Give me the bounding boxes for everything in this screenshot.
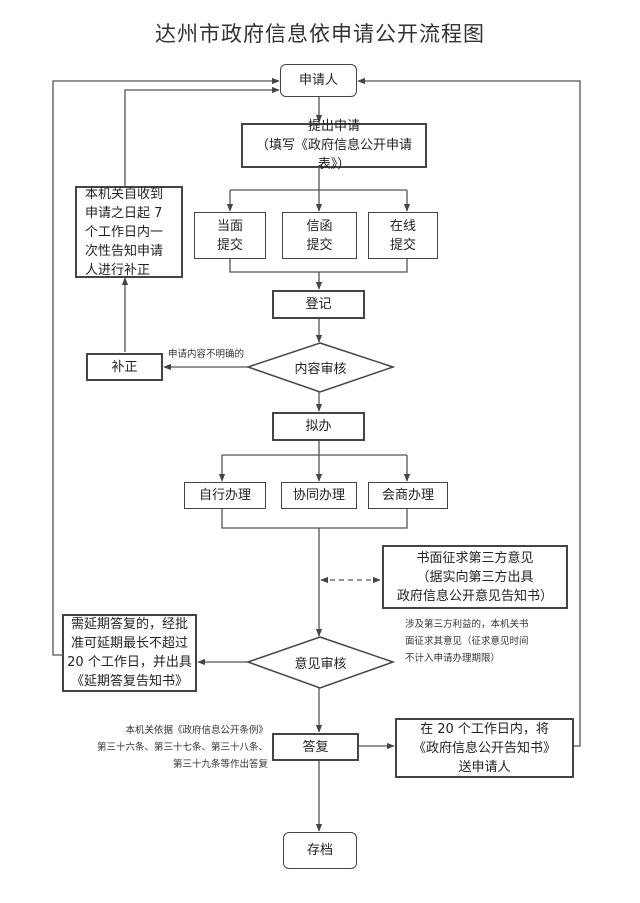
node-draft: 拟办 bbox=[272, 412, 365, 441]
node-applicant: 申请人 bbox=[280, 64, 357, 97]
note-reply-basis: 本机关依据《政府信息公开条例》 第三十六条、第三十七条、第三十八条、 第三十九条… bbox=[96, 725, 268, 770]
node-archive: 存档 bbox=[283, 832, 357, 869]
note-third-party: 涉及第三方利益的，本机关书 面征求其意见（征求意见时间 不计入申请办理期限） bbox=[405, 619, 529, 664]
node-submit: 提出申请 （填写《政府信息公开申请表》） bbox=[241, 119, 427, 172]
content-review-diamond bbox=[245, 342, 396, 393]
node-self-handle: 自行办理 bbox=[184, 482, 266, 509]
node-correction: 补正 bbox=[86, 353, 163, 381]
node-online: 在线 提交 bbox=[368, 212, 438, 259]
node-extension: 需延期答复的，经批 准可延期最长不超过 20 个工作日，并出具 《延期答复告知书… bbox=[62, 614, 197, 692]
node-third-party: 书面征求第三方意见 （据实向第三方出具 政府信息公开意见告知书） bbox=[382, 545, 568, 609]
node-in-person: 当面 提交 bbox=[194, 212, 266, 259]
page-title: 达州市政府信息依申请公开流程图 bbox=[155, 22, 485, 46]
node-consult-handle: 会商办理 bbox=[368, 482, 448, 509]
note-unclear: 申请内容不明确的 bbox=[168, 349, 245, 360]
opinion-review-diamond bbox=[245, 636, 396, 689]
node-joint-handle: 协同办理 bbox=[281, 482, 357, 509]
node-deliver: 在 20 个工作日内，将 《政府信息公开告知书》 送申请人 bbox=[395, 718, 574, 778]
node-content-review: 内容审核 bbox=[294, 362, 347, 377]
node-opinion-review: 意见审核 bbox=[294, 657, 347, 672]
node-reply: 答复 bbox=[272, 733, 359, 761]
node-by-letter: 信函 提交 bbox=[282, 212, 357, 259]
node-register: 登记 bbox=[272, 290, 365, 319]
node-correction-notice: 本机关自收到 申请之日起 7 个工作日内一 次性告知申请 人进行补正 bbox=[75, 186, 183, 278]
